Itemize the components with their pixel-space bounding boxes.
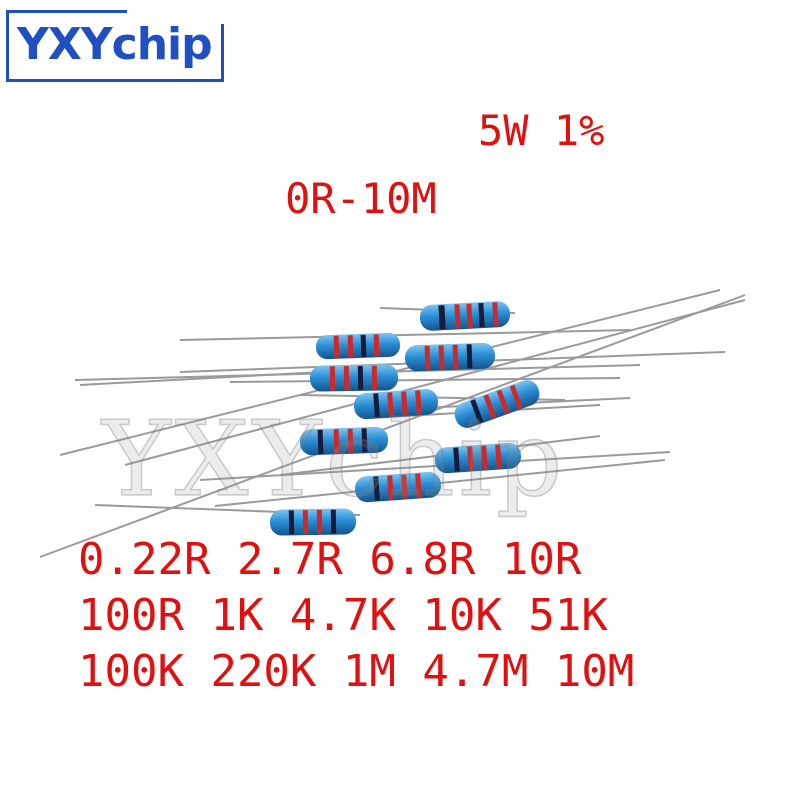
brand-logo: YXYchip xyxy=(6,10,225,82)
resistance-values: 0.22R 2.7R 6.8R 10R 100R 1K 4.7K 10K 51K… xyxy=(78,532,634,700)
values-line-2: 100R 1K 4.7K 10K 51K xyxy=(78,590,608,641)
logo-text: YXYchip xyxy=(17,19,213,70)
resistance-range-label: 0R-10M xyxy=(285,174,437,223)
resistor-bodies xyxy=(269,301,540,536)
power-tolerance-label: 5W 1% xyxy=(478,106,605,155)
values-line-1: 0.22R 2.7R 6.8R 10R xyxy=(78,534,582,585)
values-line-3: 100K 220K 1M 4.7M 10M xyxy=(78,646,635,697)
watermark: YXYchip xyxy=(101,397,567,521)
logo-notch xyxy=(127,10,225,24)
